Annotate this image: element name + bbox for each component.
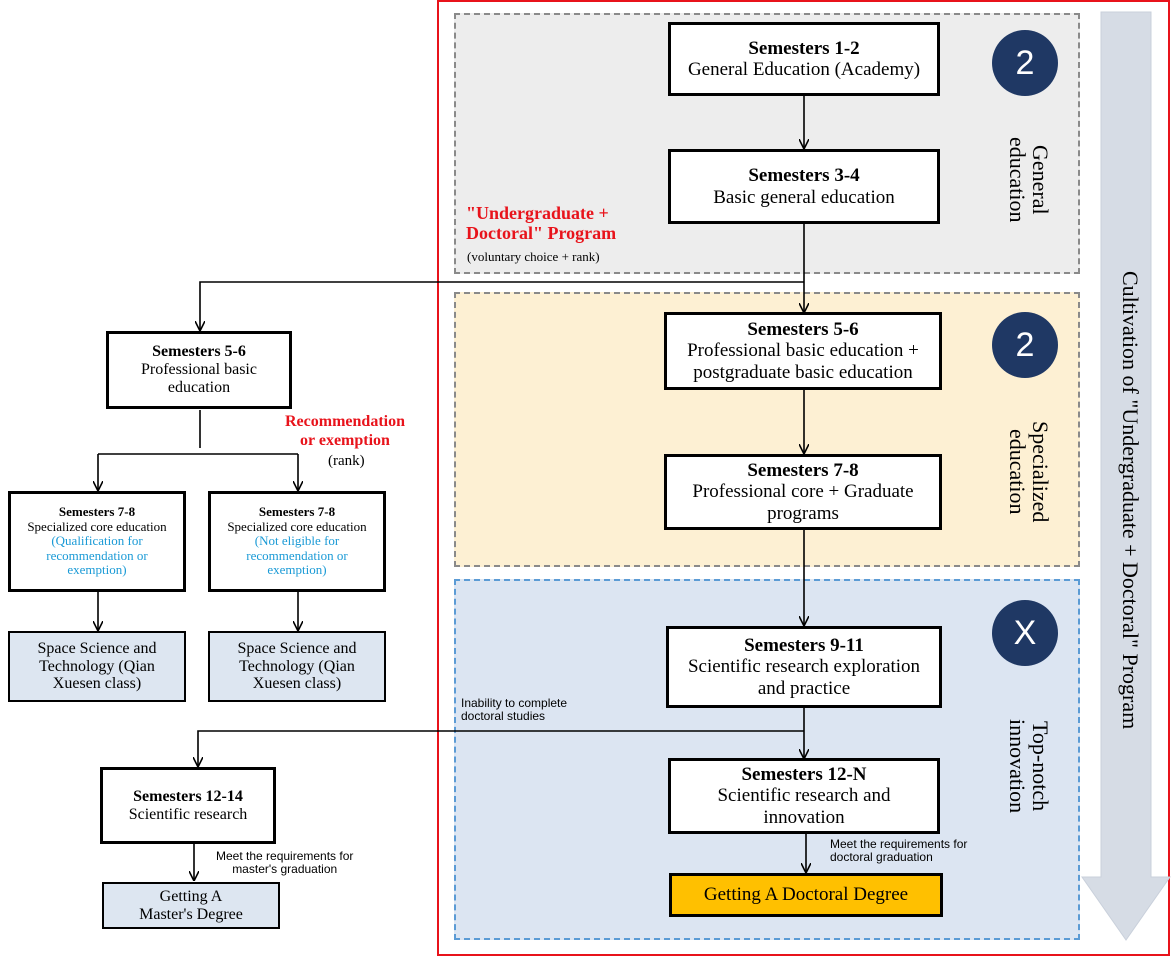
specialized-badge: 2 xyxy=(992,312,1058,378)
specialized-education-label: Specialized education xyxy=(1004,421,1053,523)
left-semesters-7-8-not-eligible-box: Semesters 7-8 Specialized core education… xyxy=(208,491,386,592)
general-education-label: General education xyxy=(1004,137,1053,223)
recommendation-rank: (rank) xyxy=(328,453,365,469)
program-subtitle: (voluntary choice + rank) xyxy=(467,249,600,264)
cultivation-banner: Cultivation of "Undergraduate + Doctoral… xyxy=(1118,270,1143,730)
left-semesters-7-8-qualified-box: Semesters 7-8 Specialized core education… xyxy=(8,491,186,592)
topnotch-innovation-label: Top-notch innovation xyxy=(1004,718,1053,814)
general-badge: 2 xyxy=(992,30,1058,96)
program-title: "Undergraduate + Doctoral" Program xyxy=(466,203,617,243)
topnotch-badge: X xyxy=(992,600,1058,666)
program-frame xyxy=(437,0,1170,956)
doctoral-degree-box: Getting A Doctoral Degree xyxy=(669,873,943,917)
